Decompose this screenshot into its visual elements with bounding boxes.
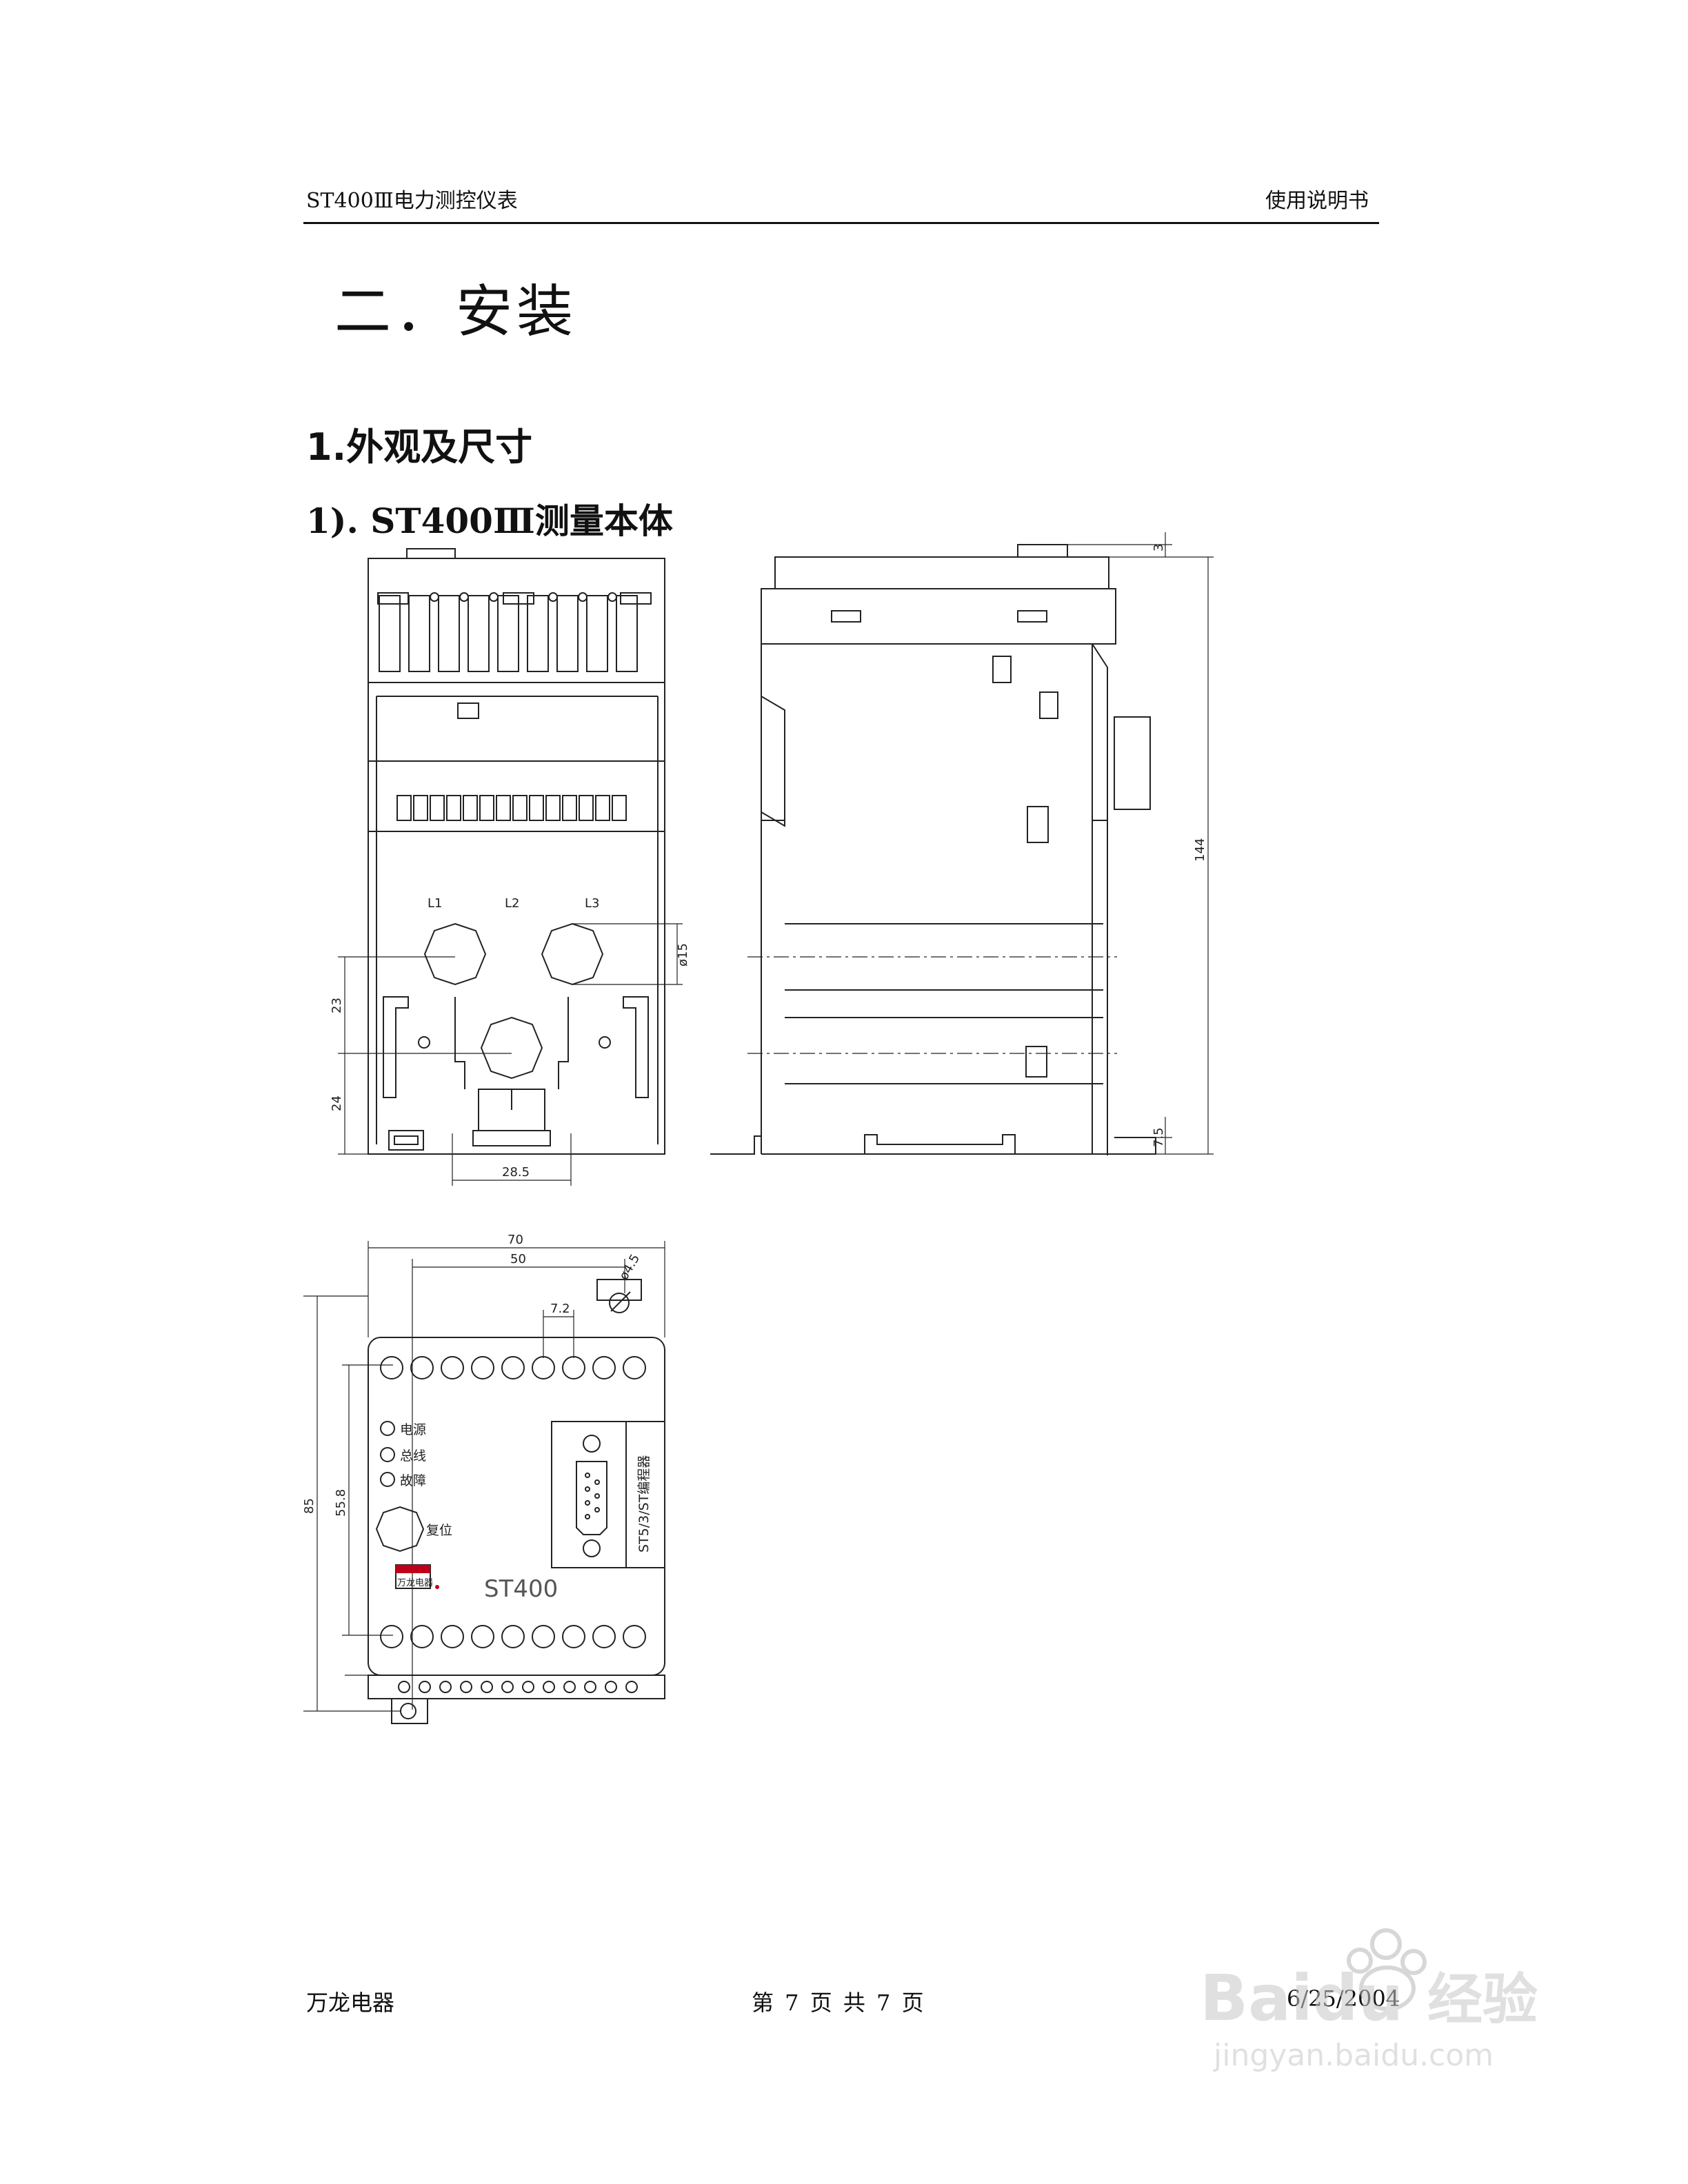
dim-7-5: 7.5 (1152, 1127, 1166, 1147)
dim-28-5: 28.5 (502, 1165, 530, 1180)
watermark-brand-cn: 经验 (1427, 1968, 1538, 2032)
chapter-title: 二．安装 (334, 279, 578, 345)
header-doc-type: 使用说明书 (1265, 189, 1369, 213)
top-terminal-row-upper (380, 1356, 646, 1379)
top-terminal-row-lower (380, 1625, 646, 1648)
dim-7-2: 7.2 (550, 1302, 570, 1316)
dim-23: 23 (330, 998, 344, 1013)
top-view-drawing: 70 50 7.2 ø4.5 85 55.8 电源 总线 故障 复位 ST5/3… (303, 1233, 665, 1724)
indicator-label-bus: 总线 (400, 1448, 426, 1464)
dim-50: 50 (510, 1252, 526, 1266)
footer-page-number: 第 7 页 共 7 页 (752, 1990, 924, 2016)
footer-company: 万龙电器 (306, 1990, 395, 2016)
watermark-brand: Baidu (1200, 1961, 1403, 2035)
top-bottom-terminal-row (398, 1681, 638, 1693)
dim-hole-15: ø15 (676, 943, 690, 967)
front-led-row (396, 795, 627, 821)
front-view-drawing: L1 L2 L3 23 24 ø15 28.5 (330, 548, 690, 1186)
phase-label-l2: L2 (505, 896, 519, 911)
fault-led-icon (380, 1472, 395, 1487)
dim-144: 144 (1193, 838, 1207, 862)
dim-55-8: 55.8 (334, 1489, 348, 1517)
dim-85: 85 (303, 1498, 316, 1514)
front-terminal-slots (377, 592, 652, 672)
section-title: 1.外观及尺寸 (306, 425, 533, 469)
bus-led-icon (380, 1447, 395, 1462)
brand-label: 万龙电器 (397, 1578, 433, 1588)
subsection-title: 1). ST400Ⅲ测量本体 (306, 501, 673, 541)
indicator-label-power: 电源 (400, 1422, 426, 1437)
phase-label-l1: L1 (428, 896, 442, 911)
serial-port-panel (551, 1421, 665, 1568)
indicator-label-fault: 故障 (400, 1473, 426, 1488)
side-view-drawing: 3 144 7.5 (710, 532, 1214, 1155)
header-divider (303, 222, 1379, 224)
reset-button-icon (375, 1506, 425, 1553)
hole-l1 (423, 922, 487, 986)
baidu-watermark: Baidu 经验 jingyan.baidu.com (1200, 1928, 1538, 2073)
hole-l2 (480, 1016, 543, 1080)
header-title: ST400Ⅲ电力测控仪表 (306, 189, 518, 213)
db9-connector-icon (576, 1435, 607, 1557)
phase-label-l3: L3 (585, 896, 599, 911)
dim-24: 24 (330, 1095, 344, 1111)
model-label: ST400 (484, 1575, 558, 1603)
hole-l3 (541, 922, 604, 986)
dim-3: 3 (1152, 544, 1166, 552)
watermark-url: jingyan.baidu.com (1213, 2038, 1494, 2073)
dim-70: 70 (508, 1233, 523, 1247)
port-label: ST5/3/ST编程器 (636, 1455, 652, 1553)
reset-label: 复位 (426, 1523, 452, 1538)
power-led-icon (380, 1421, 395, 1436)
